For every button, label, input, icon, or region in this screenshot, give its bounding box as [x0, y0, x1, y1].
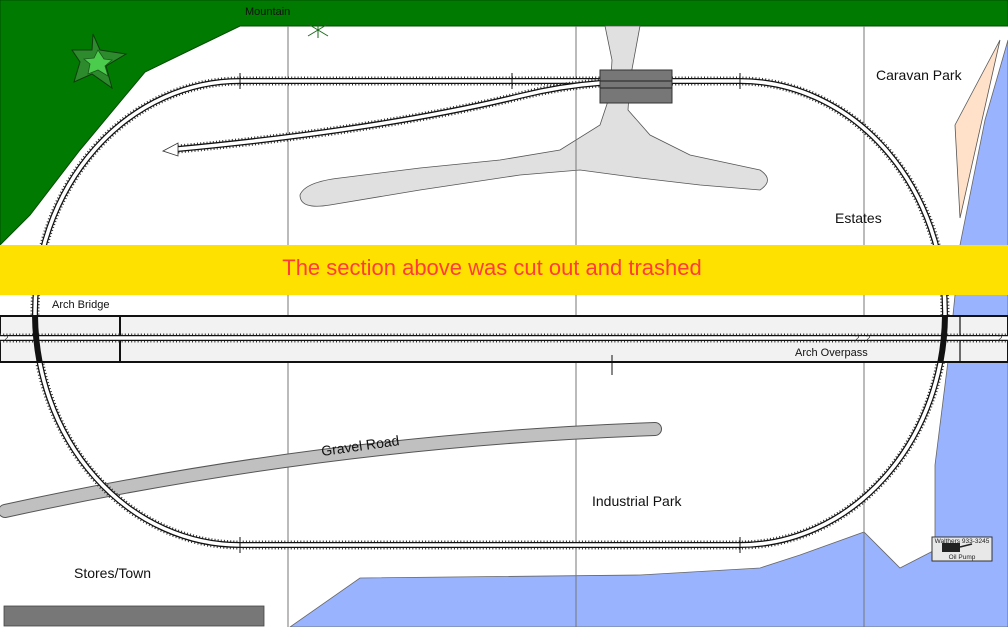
arch-overpass-label: Arch Overpass: [795, 347, 868, 359]
plaza: [299, 25, 768, 207]
arch-bridge-label: Arch Bridge: [52, 299, 109, 311]
track-mark-center-left: 2: [855, 334, 860, 343]
track-mark-center-right: 2: [866, 334, 871, 343]
spur-siding: [161, 78, 601, 157]
estates-label: Estates: [835, 210, 882, 226]
caravan-park-label: Caravan Park: [876, 67, 963, 83]
track-joints: [239, 73, 741, 553]
track-mark-right: 2: [998, 334, 1003, 343]
track-mark-left: 2: [4, 334, 9, 343]
mountain-area: [0, 0, 1008, 246]
caravan-park-plot: [954, 39, 1001, 219]
tree-icon: [307, 22, 329, 38]
town-strip: [3, 605, 265, 627]
oil-pump-icon: [931, 536, 993, 562]
oil-pump-part: Walthers 933-3245: [935, 538, 990, 545]
trashed-section-banner: [0, 245, 1008, 295]
oil-pump-name: Oil Pump: [949, 554, 976, 561]
banner-text: The section above was cut out and trashe…: [282, 255, 701, 280]
industrial-park-label: Industrial Park: [592, 493, 682, 509]
tree-icon: [71, 33, 128, 90]
turntable-icon: [599, 69, 673, 104]
mountain-label: Mountain: [245, 6, 290, 18]
stores-town-label: Stores/Town: [74, 565, 151, 581]
